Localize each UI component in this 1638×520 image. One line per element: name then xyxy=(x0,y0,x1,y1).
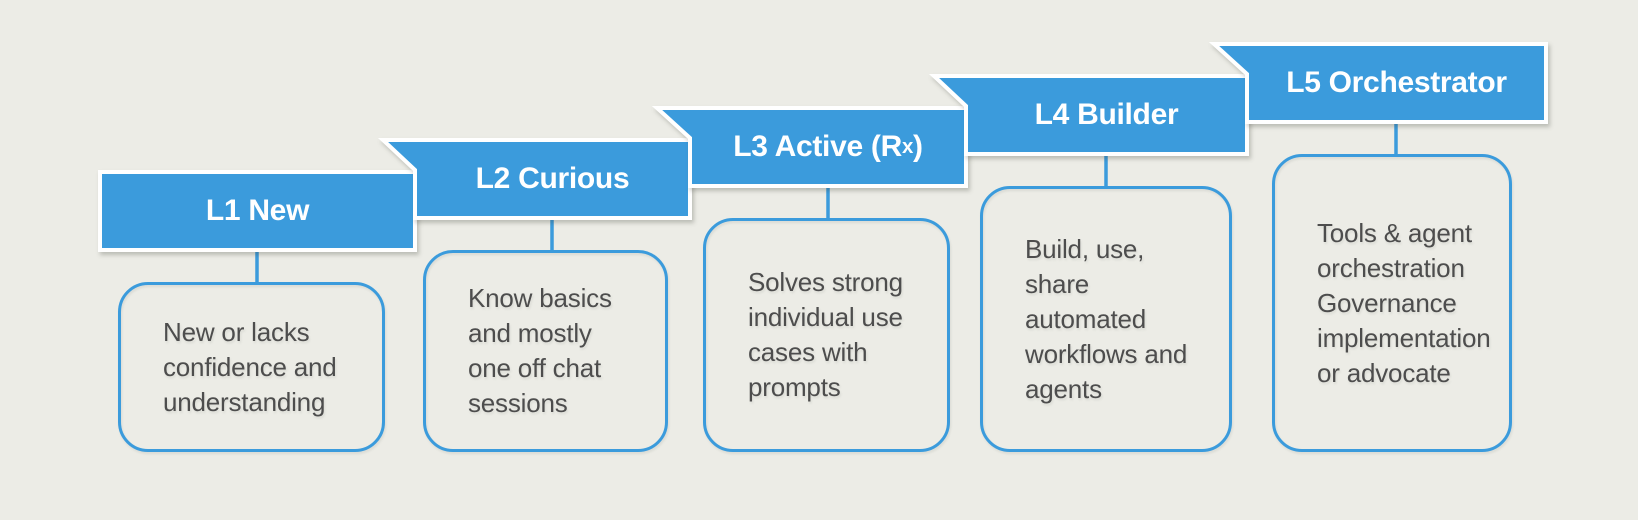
level-description-box-l1: New or lacks confidence and understandin… xyxy=(118,282,385,452)
level-description-text-l1: New or lacks confidence and understandin… xyxy=(163,316,337,417)
banner-label-l1: L1 New xyxy=(100,172,415,250)
banner-label-l4-text: L4 Builder xyxy=(1034,98,1179,131)
level-description-box-l3: Solves strong individual use cases with … xyxy=(703,218,950,452)
level-description-box-l2: Know basics and mostly one off chat sess… xyxy=(423,250,668,452)
level-description-box-l5: Tools & agent orchestration Governance i… xyxy=(1272,154,1512,452)
banner-ribbon-l2 xyxy=(377,138,692,220)
banner-label-l1-text: L1 New xyxy=(205,194,310,227)
banner-label-l4: L4 Builder xyxy=(966,76,1247,154)
banner-label-l3-text-sub: x xyxy=(901,135,913,158)
banner-label-l5-text: L5 Orchestrator xyxy=(1286,66,1507,99)
banner-ribbon-l1 xyxy=(98,170,417,252)
banner-label-l2: L2 Curious xyxy=(415,140,690,218)
banner-ribbon-l3 xyxy=(651,106,968,188)
level-description-text-l5: Tools & agent orchestration Governance i… xyxy=(1317,217,1491,388)
banner-label-l2-text: L2 Curious xyxy=(475,162,630,195)
banner-label-l3-text-post: ) xyxy=(913,130,923,163)
banner-ribbon-l4 xyxy=(928,74,1249,156)
banner-label-l5: L5 Orchestrator xyxy=(1247,44,1546,122)
level-description-text-l2: Know basics and mostly one off chat sess… xyxy=(468,283,612,418)
level-description-text-l4: Build, use, share automated workflows an… xyxy=(1025,233,1188,404)
level-description-text-l3: Solves strong individual use cases with … xyxy=(748,267,903,402)
banner-label-l3-text-pre: L3 Active (R xyxy=(733,130,902,163)
banner-ribbon-l5 xyxy=(1208,42,1548,124)
level-description-box-l4: Build, use, share automated workflows an… xyxy=(980,186,1232,452)
